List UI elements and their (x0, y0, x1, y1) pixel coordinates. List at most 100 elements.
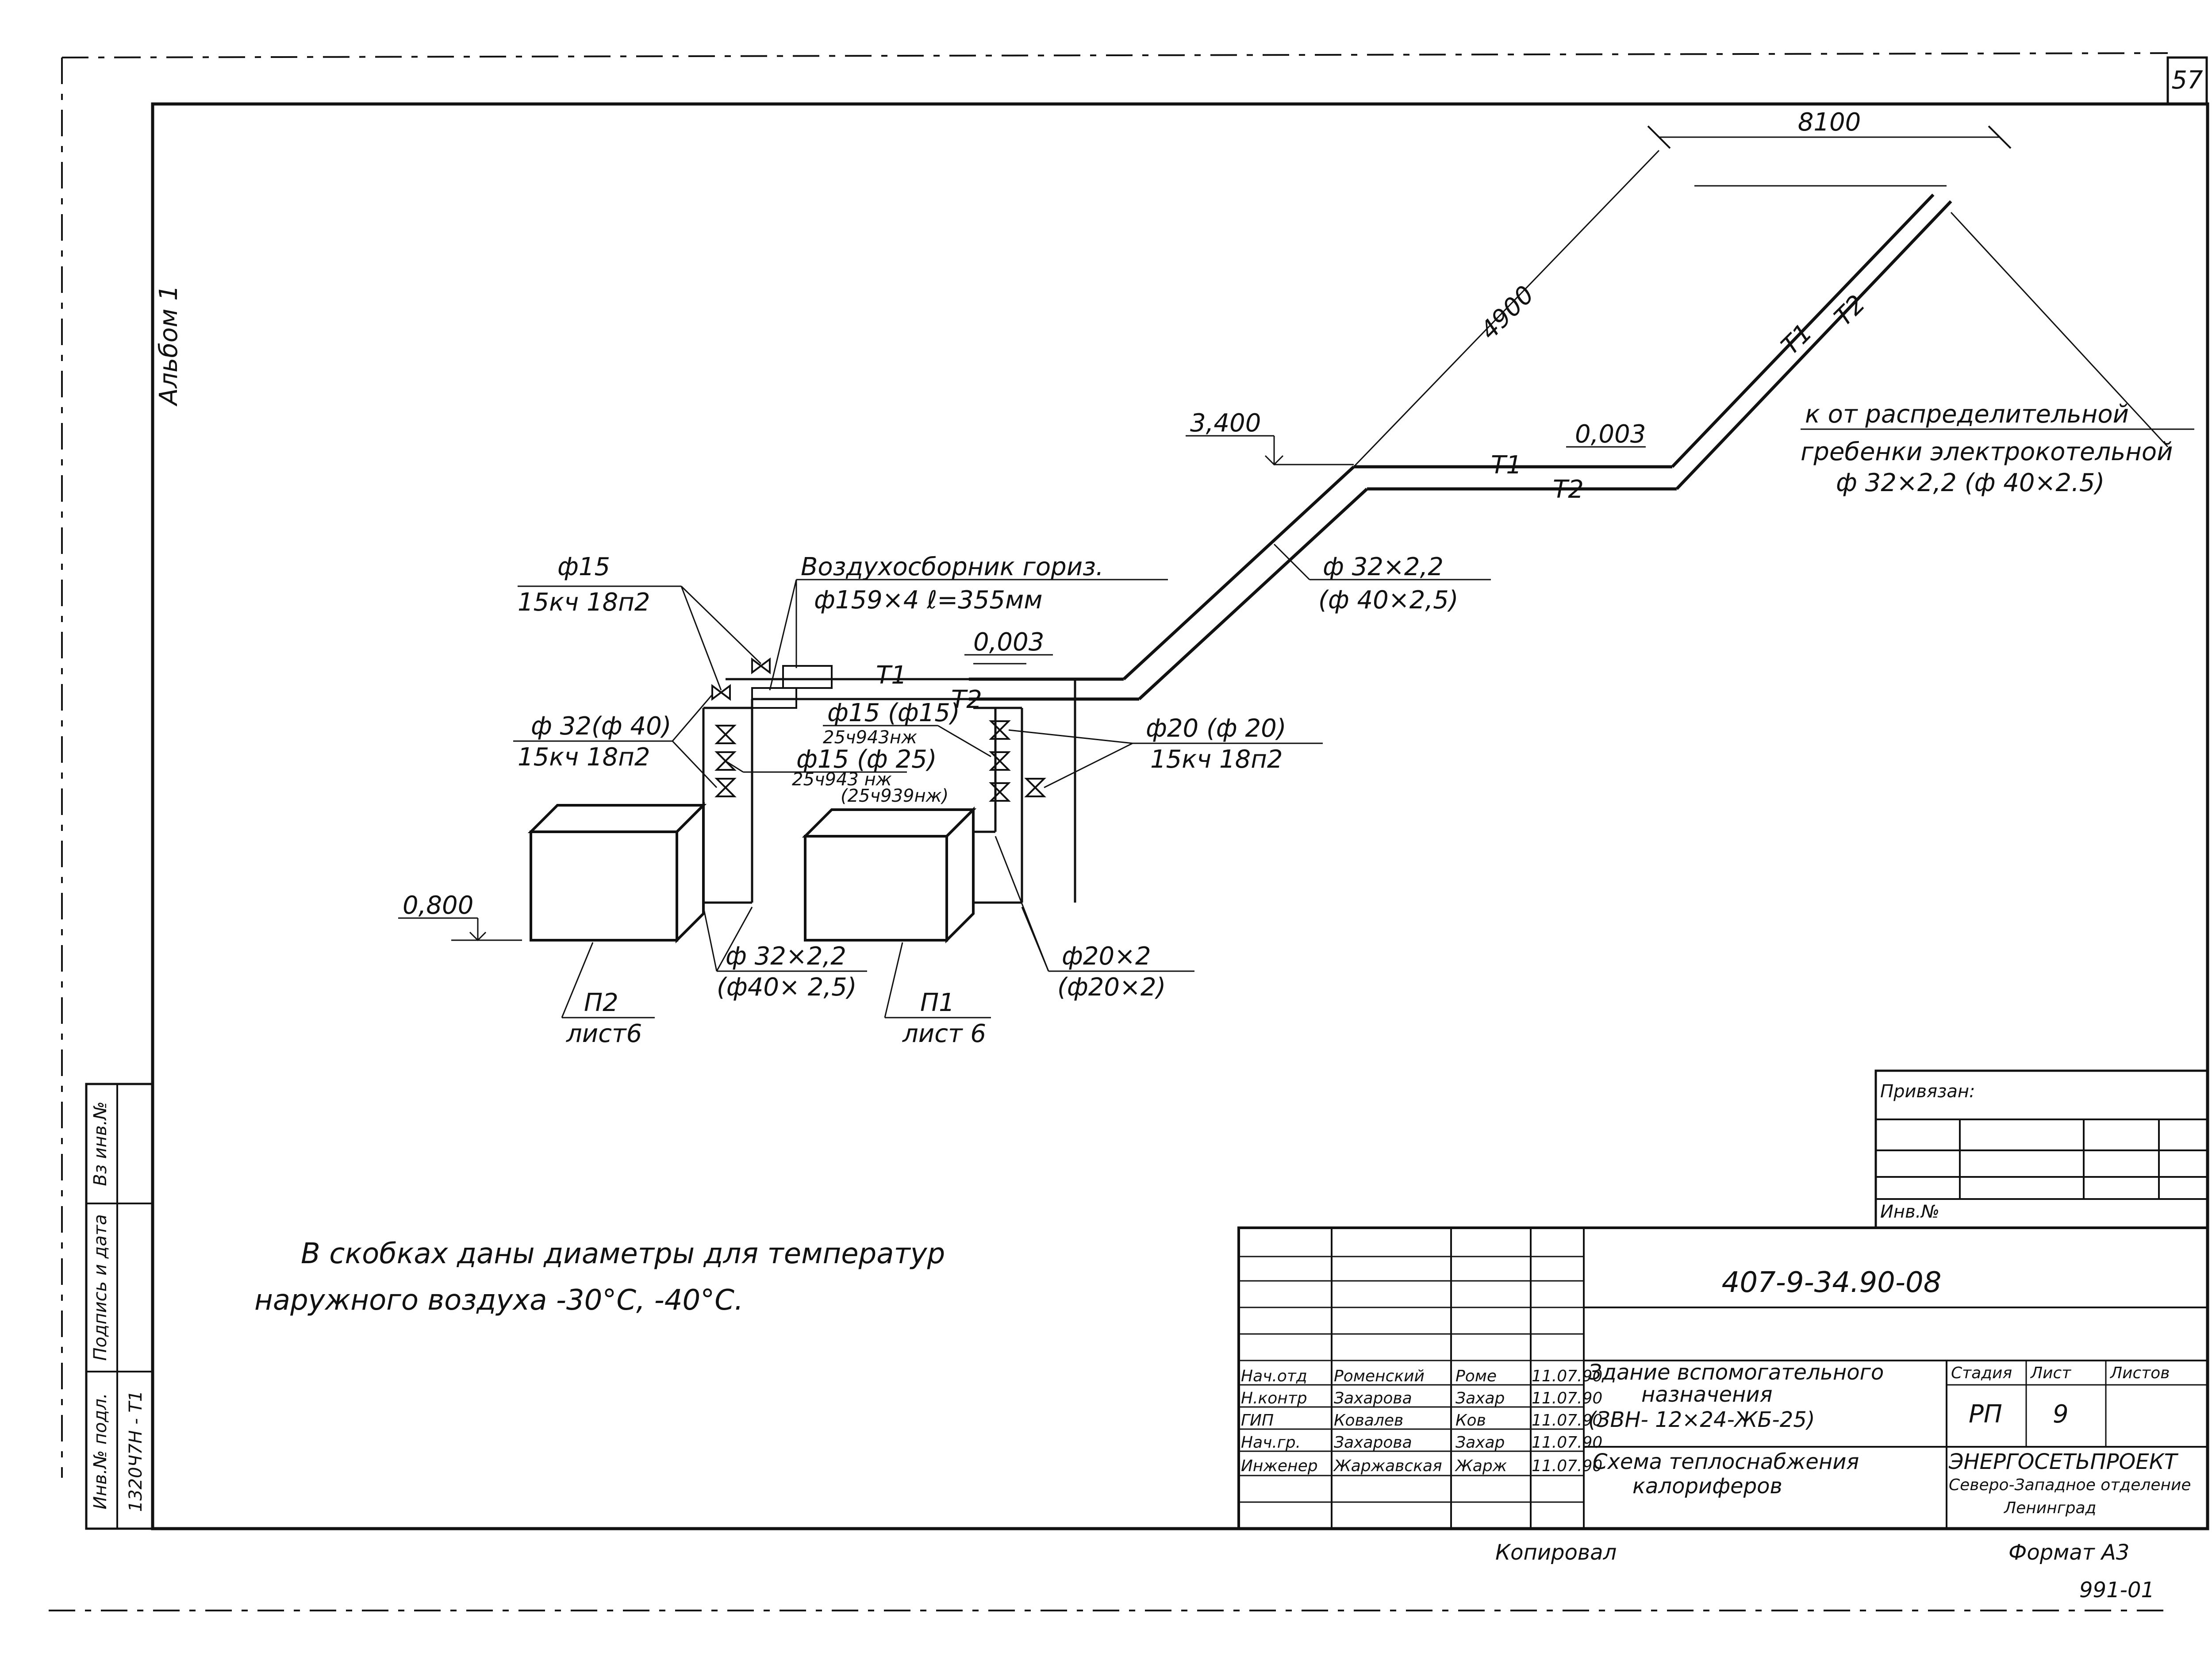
staff-sign: Ков (1455, 1411, 1486, 1430)
svg-text:(ф20×2): (ф20×2) (1057, 973, 1166, 1002)
privyazan-block: Привязан: Инв.№ (1874, 1069, 2209, 1229)
stamp-vz-inv-label: Вз инв.№ (90, 1101, 111, 1186)
staff-date: 11.07.90 (1532, 1411, 1602, 1430)
svg-text:ф159×4 ℓ=355мм: ф159×4 ℓ=355мм (814, 586, 1043, 615)
svg-text:(25ч939нж): (25ч939нж) (841, 786, 949, 806)
staff-role: Нач.отд (1241, 1367, 1307, 1385)
staff-sign: Захар (1455, 1389, 1505, 1407)
staff-date: 11.07.90 (1532, 1457, 1602, 1475)
label-p1: П1 лист 6 (884, 942, 991, 1048)
note-line-2: наружного воздуха -30°С, -40°С. (254, 1284, 743, 1317)
staff-sign: Жарж (1455, 1457, 1507, 1475)
svg-text:П1: П1 (920, 988, 955, 1017)
staff-date: 11.07.90 (1532, 1367, 1602, 1385)
elevation-0800-label: 0,800 (403, 891, 473, 920)
stage-value: РП (1969, 1400, 2002, 1429)
stamp-inv-value: 1320Ч7Н - Т1 (126, 1391, 146, 1512)
label-f20-valve: ф20 (ф 20) 15кч 18п2 (1008, 714, 1323, 788)
elevation-3400-label: 3,400 (1190, 409, 1261, 438)
label-air-collector: Воздухосборник гориз. ф159×4 ℓ=355мм (769, 553, 1168, 691)
copied-label: Копировал (1495, 1540, 1617, 1565)
svg-text:15кч 18п2: 15кч 18п2 (1150, 745, 1283, 774)
svg-text:15кч 18п2: 15кч 18п2 (518, 588, 650, 617)
svg-text:ф 32×2,2: ф 32×2,2 (726, 942, 846, 971)
svg-text:ф20 (ф 20): ф20 (ф 20) (1146, 714, 1286, 743)
staff-name: Жаржавская (1333, 1457, 1442, 1475)
svg-text:ф15 (ф 25): ф15 (ф 25) (796, 745, 937, 774)
svg-text:лист 6: лист 6 (902, 1019, 986, 1048)
svg-text:лист6: лист6 (566, 1019, 642, 1048)
elevation-3400: 3,400 (1186, 409, 1354, 466)
staff-role: Нач.гр. (1241, 1434, 1301, 1452)
tag-t1-lower: Т1 (876, 661, 907, 690)
label-f32-valve: ф 32(ф 40) 15кч 18п2 (513, 694, 718, 788)
svg-text:0,003: 0,003 (973, 628, 1044, 657)
svg-text:25ч943нж: 25ч943нж (823, 727, 917, 748)
sheet-label: Лист (2030, 1364, 2071, 1382)
tag-t1-main: Т1 (1491, 451, 1522, 480)
building-line-3: (ЗВН- 12×24-ЖБ-25) (1588, 1407, 1815, 1432)
org-name: ЭНЕРГОСЕТЬПРОЕКТ (1948, 1449, 2179, 1474)
svg-text:ф15 (ф15): ф15 (ф15) (827, 699, 960, 727)
staff-name: Захарова (1334, 1434, 1412, 1452)
elevation-0800: 0,800 (398, 891, 522, 942)
sheet-frame: 57 Альбом 1 (49, 52, 2209, 1611)
staff-role: Н.контр (1241, 1389, 1307, 1407)
heater-p2 (527, 802, 707, 944)
staff-sign: Захар (1455, 1434, 1505, 1452)
pipe-routes (969, 125, 2169, 701)
title-block: 407-9-34.90-08 Здание вспомогательного н… (1237, 1226, 2209, 1530)
riser-diameter-label: ф 32×2,2 (ф 40×2,5) (1273, 543, 1491, 615)
staff-sign: Роме (1455, 1367, 1497, 1385)
building-line-1: Здание вспомогательного (1588, 1360, 1884, 1385)
org-branch: Северо-Западное отделение (1949, 1476, 2191, 1494)
dim-4900: 4900 (1475, 281, 1540, 346)
svg-text:25ч943 нж: 25ч943 нж (792, 769, 892, 790)
svg-text:гребенки электрокотельной: гребенки электрокотельной (1801, 438, 2173, 466)
sheet-title-line-1: Схема теплоснабжения (1593, 1449, 1859, 1474)
svg-text:ф15: ф15 (557, 553, 610, 581)
svg-text:15кч 18п2: 15кч 18п2 (518, 743, 650, 772)
svg-text:Воздухосборник гориз.: Воздухосборник гориз. (801, 553, 1104, 581)
svg-text:ф 32×2,2: ф 32×2,2 (1323, 553, 1444, 581)
document-code: 407-9-34.90-08 (1722, 1266, 1942, 1299)
stamp-signature-label: Подпись и дата (90, 1214, 111, 1361)
staff-date: 11.07.90 (1532, 1434, 1602, 1452)
svg-text:(ф40× 2,5): (ф40× 2,5) (717, 973, 857, 1002)
left-stamp: Инв.№ подл. 1320Ч7Н - Т1 Подпись и дата … (85, 1083, 154, 1530)
stage-label: Стадия (1951, 1364, 2012, 1382)
album-label: Альбом 1 (154, 285, 183, 407)
label-p2: П2 лист6 (561, 942, 655, 1048)
stamp-inv-label: Инв.№ подл. (90, 1393, 111, 1509)
note-line-1: В скобках даны диаметры для температур (301, 1238, 945, 1270)
heater-p1 (802, 806, 977, 944)
format-label: Формат А3 (2008, 1540, 2129, 1565)
staff-role: Инженер (1241, 1457, 1318, 1475)
sheet-title-line-2: калориферов (1632, 1474, 1782, 1499)
staff-date: 11.07.90 (1532, 1389, 1602, 1407)
svg-text:ф20×2: ф20×2 (1062, 942, 1151, 971)
archive-number: 991-01 (2079, 1578, 2154, 1603)
label-f15-valve: ф15 15кч 18п2 (518, 553, 762, 691)
svg-text:ф 32×2,2 (ф 40×2.5): ф 32×2,2 (ф 40×2.5) (1836, 469, 2104, 497)
tag-t2-main: Т2 (1553, 475, 1584, 504)
sheet-number: 57 (2171, 66, 2203, 95)
org-city: Ленинград (2003, 1499, 2096, 1517)
privyazan-label: Привязан: (1880, 1081, 1975, 1102)
svg-text:(ф 40×2,5): (ф 40×2,5) (1318, 586, 1459, 615)
elevation-0003-mid: 0,003 (964, 628, 1053, 665)
staff-name: Захарова (1334, 1389, 1412, 1407)
label-f15-middle: ф15 (ф15) 25ч943нж ф15 (ф 25) 25ч943 нж … (725, 699, 991, 806)
inv-no-label: Инв.№ (1880, 1202, 1939, 1222)
staff-name: Ковалев (1334, 1411, 1403, 1430)
sheet-value: 9 (2053, 1400, 2069, 1429)
elevation-0003-top: 0,003 (1575, 420, 1646, 449)
label-f32-supply: ф 32×2,2 (ф40× 2,5) (703, 907, 867, 1002)
source-label: к от распределительной гребенки электрок… (1801, 400, 2194, 497)
svg-text:к от распределительной: к от распределительной (1805, 400, 2129, 429)
sheets-label: Листов (2109, 1364, 2170, 1382)
svg-text:П2: П2 (584, 988, 618, 1017)
svg-text:ф 32(ф 40): ф 32(ф 40) (531, 712, 672, 741)
building-line-2: назначения (1641, 1382, 1772, 1407)
